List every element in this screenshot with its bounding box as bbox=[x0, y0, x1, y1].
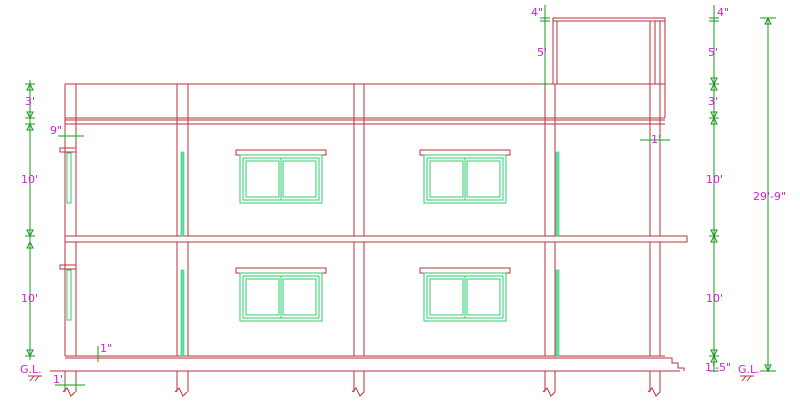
label-3ft-right: 3' bbox=[708, 95, 718, 108]
label-10ft-right-upper: 10' bbox=[706, 173, 723, 186]
window-lower-left bbox=[239, 272, 323, 322]
label-1in: 1" bbox=[100, 342, 112, 355]
label-4in-left: 4" bbox=[531, 6, 543, 19]
foundations bbox=[62, 371, 661, 397]
dimension-labels: 4" 5' 4" 5' 3' 3' 9" 1' 10' 10' 29'-9" 1… bbox=[20, 6, 786, 386]
window-upper-left bbox=[239, 154, 323, 204]
side-chajja-lower bbox=[59, 264, 77, 270]
label-gl-left: G.L. bbox=[20, 363, 42, 376]
label-5ft-left: 5' bbox=[537, 46, 547, 59]
chajja-upper-right bbox=[419, 149, 511, 156]
first-floor-slab bbox=[64, 235, 688, 243]
chajja-upper-left bbox=[235, 149, 327, 156]
label-gl-right: G.L. bbox=[738, 363, 760, 376]
lower-columns bbox=[64, 242, 661, 356]
side-window-upper bbox=[66, 152, 72, 204]
label-1ft5in: 1'-5" bbox=[705, 361, 731, 374]
label-10ft-right-lower: 10' bbox=[706, 292, 723, 305]
entry-steps bbox=[665, 357, 685, 371]
label-1ft-bottom: 1' bbox=[53, 373, 63, 386]
upper-columns bbox=[64, 84, 661, 236]
cabin-roof-slab bbox=[552, 17, 666, 22]
vent-col4-upper bbox=[555, 151, 560, 237]
window-upper-right bbox=[423, 154, 507, 204]
label-overall-height: 29'-9" bbox=[753, 190, 786, 203]
dimension-lines bbox=[25, 5, 776, 389]
chajja-lower-right bbox=[419, 267, 511, 274]
gl-marker-left bbox=[28, 375, 42, 382]
label-1ft-right: 1' bbox=[651, 133, 661, 146]
vent-col2-lower bbox=[180, 269, 185, 357]
label-3ft-left: 3' bbox=[25, 95, 35, 108]
label-10ft-left-upper: 10' bbox=[21, 173, 38, 186]
windows bbox=[180, 151, 560, 357]
side-chajja-upper bbox=[59, 147, 77, 153]
vent-col2-upper bbox=[180, 151, 185, 237]
building-structure bbox=[50, 17, 688, 397]
vent-col4-lower bbox=[555, 269, 560, 357]
label-4in-right: 4" bbox=[717, 6, 729, 19]
window-lower-right bbox=[423, 272, 507, 322]
side-window-lower bbox=[66, 269, 72, 321]
chajja-lower-left bbox=[235, 267, 327, 274]
label-10ft-left-lower: 10' bbox=[21, 292, 38, 305]
label-9in: 9" bbox=[50, 124, 62, 137]
label-5ft-right: 5' bbox=[708, 46, 718, 59]
gl-marker-right bbox=[740, 375, 754, 382]
